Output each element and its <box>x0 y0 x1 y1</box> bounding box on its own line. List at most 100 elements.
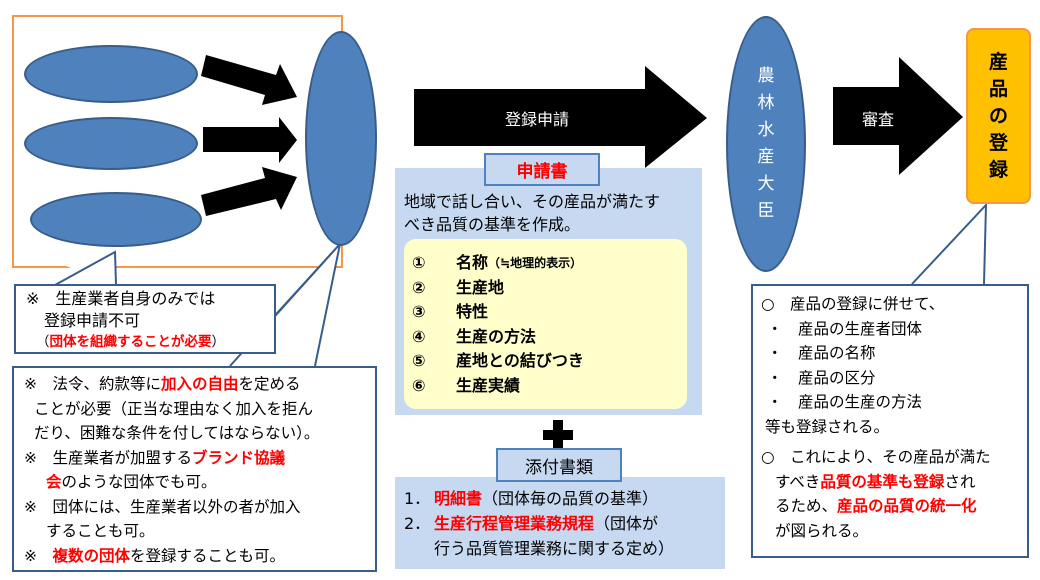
item-number: ⑤ <box>412 351 426 370</box>
char: 水 <box>757 120 775 140</box>
application-arrow <box>414 66 707 168</box>
attachment-num: 2． <box>404 514 431 533</box>
emphasis-text: 産品の品質の統一化 <box>837 497 977 515</box>
organize-arrow-2 <box>203 117 297 163</box>
item-number: ④ <box>412 326 426 346</box>
note-text: することも可。 <box>46 522 155 540</box>
producer-group-ellipse <box>305 31 377 246</box>
item-number: ① <box>412 253 426 272</box>
paren-close: ） <box>211 334 226 350</box>
char: 録 <box>988 158 1008 181</box>
note-line: ※ 複数の団体を登録することも可。 <box>24 544 365 569</box>
application-arrow-label: 登録申請 <box>505 110 570 129</box>
producer-ellipse <box>24 117 198 170</box>
note-line: することも可。 <box>24 519 365 544</box>
note-line: ※ 生産業者が加盟するブランド協議 <box>24 446 365 471</box>
attachments-tag-label: 添付書類 <box>525 457 593 478</box>
emphasis-text: 加入の自由 <box>161 375 239 393</box>
organize-arrow-1 <box>201 55 297 105</box>
application-intro-line1: 地域で話し合い、その産品が満たす <box>404 192 661 211</box>
note-line: すべき品質の基準も登録され <box>761 470 1019 495</box>
note-text: ことが必要（正当な理由なく加入を拒ん <box>34 399 314 418</box>
note-registration-bullet: ・ 産品の生産の方法 <box>767 393 923 411</box>
char: 産 <box>757 147 775 167</box>
review-arrow-label: 審査 <box>862 110 895 129</box>
attachments-list: 1．明細書（団体毎の品質の基準） 2．生産行程管理業務規程（団体が 行う品質管理… <box>404 486 674 561</box>
emphasis-text: 品質の基準も登録 <box>820 472 945 491</box>
note-registration-bullet: ・ 産品の名称 <box>767 344 876 362</box>
note-text: ※ 団体には、生産業者以外の者が加入 <box>24 497 301 516</box>
organize-arrow-3 <box>201 167 297 216</box>
char: 品 <box>988 77 1008 100</box>
note-registration-para2: ○ これにより、その産品が満たすべき品質の基準も登録されるため、産品の品質の統一… <box>761 445 1019 543</box>
note-producer-line1: ※ 生産業者自身のみでは <box>26 289 216 308</box>
emphasis-text: ブランド協議 <box>192 448 286 467</box>
note-line: ○ これにより、その産品が満た <box>761 445 1019 470</box>
product-registration-label: 産 品 の 登 録 <box>989 49 1008 184</box>
note-group-lines: ※ 法令、約款等に加入の自由を定めることが必要（正当な理由なく加入を拒んだり、困… <box>24 372 365 568</box>
note-line: 会のような団体でも可。 <box>24 470 365 495</box>
item-number: ② <box>412 277 426 297</box>
attachment-item: 2．生産行程管理業務規程（団体が <box>404 511 674 536</box>
char: 産 <box>988 50 1008 73</box>
note-text: ※ 法令、約款等に <box>24 375 161 393</box>
note-line: ことが必要（正当な理由なく加入を拒ん <box>24 397 365 422</box>
note-producer-callout: ※ 生産業者自身のみでは 登録申請不可 （団体を組織することが必要） <box>14 284 276 354</box>
note-registration-bullet: ・ 産品の生産者団体 <box>767 319 923 338</box>
char: 大 <box>757 174 775 194</box>
item-number: ③ <box>412 302 426 321</box>
note-text: ※ 生産業者が加盟する <box>24 448 192 467</box>
attachments-tag: 添付書類 <box>496 448 622 482</box>
note-group-callout: ※ 法令、約款等に加入の自由を定めることが必要（正当な理由なく加入を拒んだり、困… <box>12 366 377 572</box>
item-label: 特性 <box>456 302 489 321</box>
plus-icon <box>543 430 573 440</box>
application-form-tag: 申請書 <box>484 153 600 186</box>
attachment-title: 生産行程管理業務規程 <box>434 514 595 533</box>
attachment-num: 1． <box>404 489 431 508</box>
char: 農 <box>757 66 775 86</box>
callout-tail-product <box>911 202 988 285</box>
char: 臣 <box>757 201 775 221</box>
application-item: ⑤ 産地との結びつき <box>412 349 687 374</box>
note-line: ※ 団体には、生産業者以外の者が加入 <box>24 495 365 520</box>
item-label: 名称 <box>456 253 489 272</box>
attachment-desc-cont: 行う品質管理業務に関する定め） <box>434 539 675 558</box>
application-item: ③ 特性 <box>412 300 687 325</box>
char: 登 <box>988 131 1008 154</box>
attachment-title: 明細書 <box>434 489 483 508</box>
minister-label: 農 林 水 産 大 臣 <box>758 63 775 225</box>
item-label: 生産実績 <box>456 375 521 395</box>
callout-tail-producer <box>54 250 117 286</box>
application-intro-line2: べき品質の基準を作成。 <box>404 215 581 234</box>
item-label: 生産の方法 <box>456 326 537 346</box>
note-text: ○ これにより、その産品が満た <box>761 448 991 466</box>
attachment-item: 1．明細書（団体毎の品質の基準） <box>404 486 674 511</box>
minister-ellipse: 農 林 水 産 大 臣 <box>726 16 806 272</box>
producer-ellipse <box>24 45 198 103</box>
note-registration-line-after: 等も登録される。 <box>765 417 890 436</box>
note-registration-bullet: ・ 産品の区分 <box>767 368 876 387</box>
note-text: を登録することも可。 <box>130 546 286 565</box>
note-text: され <box>944 472 976 491</box>
note-text: すべき <box>775 472 821 491</box>
producer-ellipse <box>30 192 202 247</box>
attachments-panel <box>395 477 725 569</box>
application-intro: 地域で話し合い、その産品が満たす べき品質の基準を作成。 <box>404 190 660 236</box>
paren-open: （ <box>36 334 50 350</box>
note-producer-line2: 登録申請不可 <box>44 311 141 330</box>
item-number: ⑥ <box>412 375 426 395</box>
emphasis-text: 会 <box>46 473 62 491</box>
note-line: るため、産品の品質の統一化 <box>761 494 1019 519</box>
note-line: が図られる。 <box>761 519 1019 544</box>
note-text: を定める <box>238 375 301 393</box>
attachment-desc: （団体毎の品質の基準） <box>482 489 659 508</box>
application-form-tag-label: 申請書 <box>516 162 568 182</box>
note-text: ※ <box>24 546 53 565</box>
note-producer-line3: （団体を組織することが必要） <box>26 332 264 352</box>
note-text: るため、 <box>775 497 838 515</box>
note-registration-line1: ○ 産品の登録に併せて、 <box>761 295 945 313</box>
item-label: 産地との結びつき <box>456 351 584 370</box>
